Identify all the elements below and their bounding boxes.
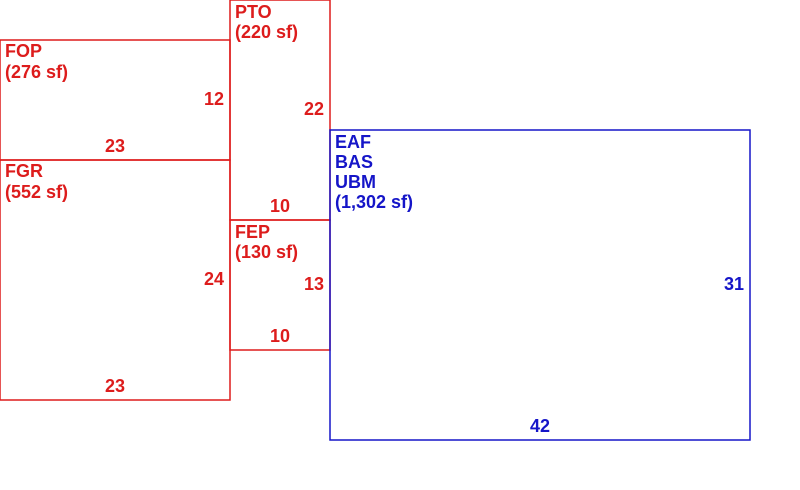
main-bottom-dimension: 42 xyxy=(530,416,550,436)
fop-code-label: FOP xyxy=(5,41,42,61)
fgr-bottom-dimension: 23 xyxy=(105,376,125,396)
fop-bottom-dimension: 23 xyxy=(105,136,125,156)
main-code-label-1: EAF xyxy=(335,132,371,152)
fgr-area-label: (552 sf) xyxy=(5,182,68,202)
fep-area-label: (130 sf) xyxy=(235,242,298,262)
fop-area-label: (276 sf) xyxy=(5,62,68,82)
pto-code-label: PTO xyxy=(235,2,272,22)
area-fop: FOP (276 sf) 12 23 xyxy=(0,39,231,161)
main-code-label-2: BAS xyxy=(335,152,373,172)
fop-side-dimension: 12 xyxy=(204,89,224,109)
pto-area-label: (220 sf) xyxy=(235,22,298,42)
fgr-side-dimension: 24 xyxy=(204,269,224,289)
pto-side-dimension: 22 xyxy=(304,99,324,119)
area-fep: FEP (130 sf) 13 10 xyxy=(229,219,331,351)
fep-bottom-dimension: 10 xyxy=(270,326,290,346)
main-outline xyxy=(329,129,751,441)
main-code-label-3: UBM xyxy=(335,172,376,192)
main-area-label: (1,302 sf) xyxy=(335,192,413,212)
pto-bottom-dimension: 10 xyxy=(270,196,290,216)
fgr-code-label: FGR xyxy=(5,161,43,181)
area-pto: PTO (220 sf) 22 10 xyxy=(229,0,331,221)
area-fgr: FGR (552 sf) 24 23 xyxy=(0,159,231,401)
main-side-dimension: 31 xyxy=(724,274,744,294)
fep-code-label: FEP xyxy=(235,222,270,242)
fep-side-dimension: 13 xyxy=(304,274,324,294)
area-main: EAF BAS UBM (1,302 sf) 31 42 xyxy=(329,129,751,441)
